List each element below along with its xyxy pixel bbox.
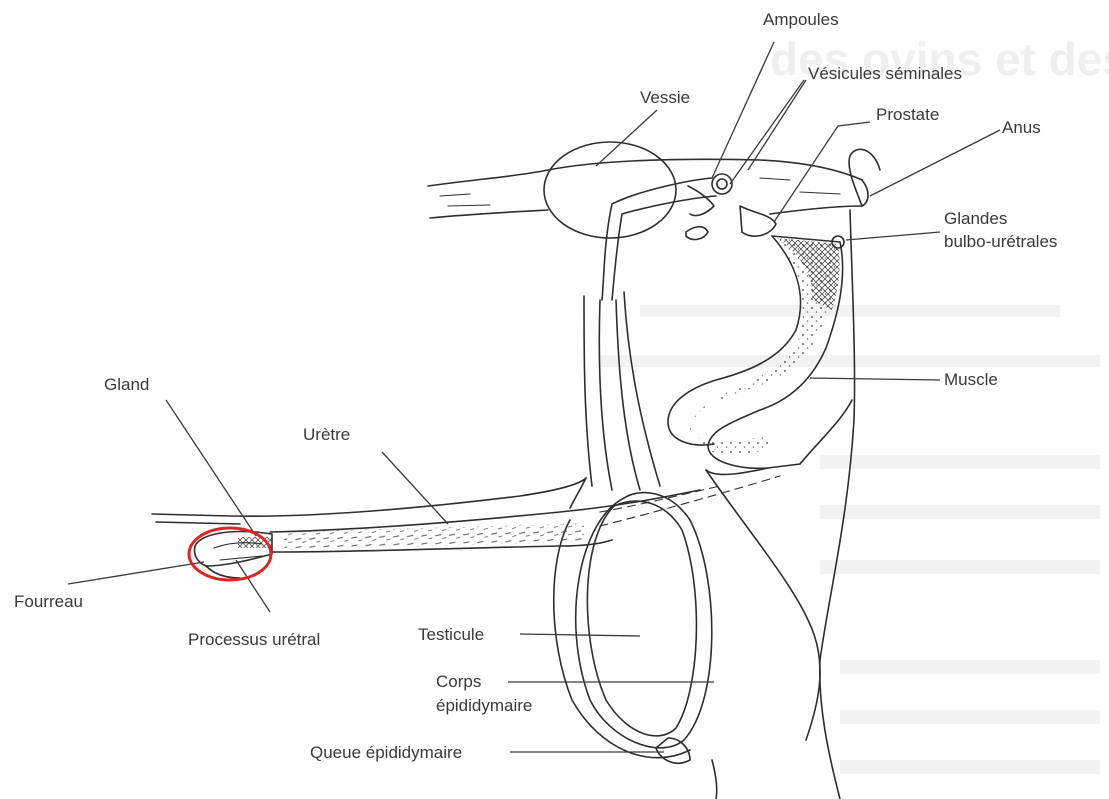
label-vesicules-seminales: Vésicules séminales <box>808 64 962 83</box>
label-processus-uretral: Processus urétral <box>188 630 320 649</box>
bladder-shape <box>544 142 676 238</box>
rectum <box>428 159 868 218</box>
label-fourreau: Fourreau <box>14 592 83 611</box>
label-ampoules: Ampoules <box>763 10 839 29</box>
label-bulbo-uretrales: bulbo-urétrales <box>944 232 1057 251</box>
label-muscle: Muscle <box>944 370 998 389</box>
label-uretre: Urètre <box>303 425 350 444</box>
labels: Ampoules Vessie Vésicules séminales Pros… <box>14 10 1057 762</box>
label-vessie: Vessie <box>640 88 690 107</box>
label-corps: Corps <box>436 672 481 691</box>
highlight-circle <box>189 528 271 580</box>
label-queue-epididymaire: Queue épididymaire <box>310 743 462 762</box>
label-anus: Anus <box>1002 118 1041 137</box>
label-testicule: Testicule <box>418 625 484 644</box>
accessory-glands <box>686 174 776 239</box>
label-gland: Gland <box>104 375 149 394</box>
label-glandes: Glandes <box>944 209 1007 228</box>
label-epididymaire: épididymaire <box>436 696 532 715</box>
label-prostate: Prostate <box>876 105 939 124</box>
